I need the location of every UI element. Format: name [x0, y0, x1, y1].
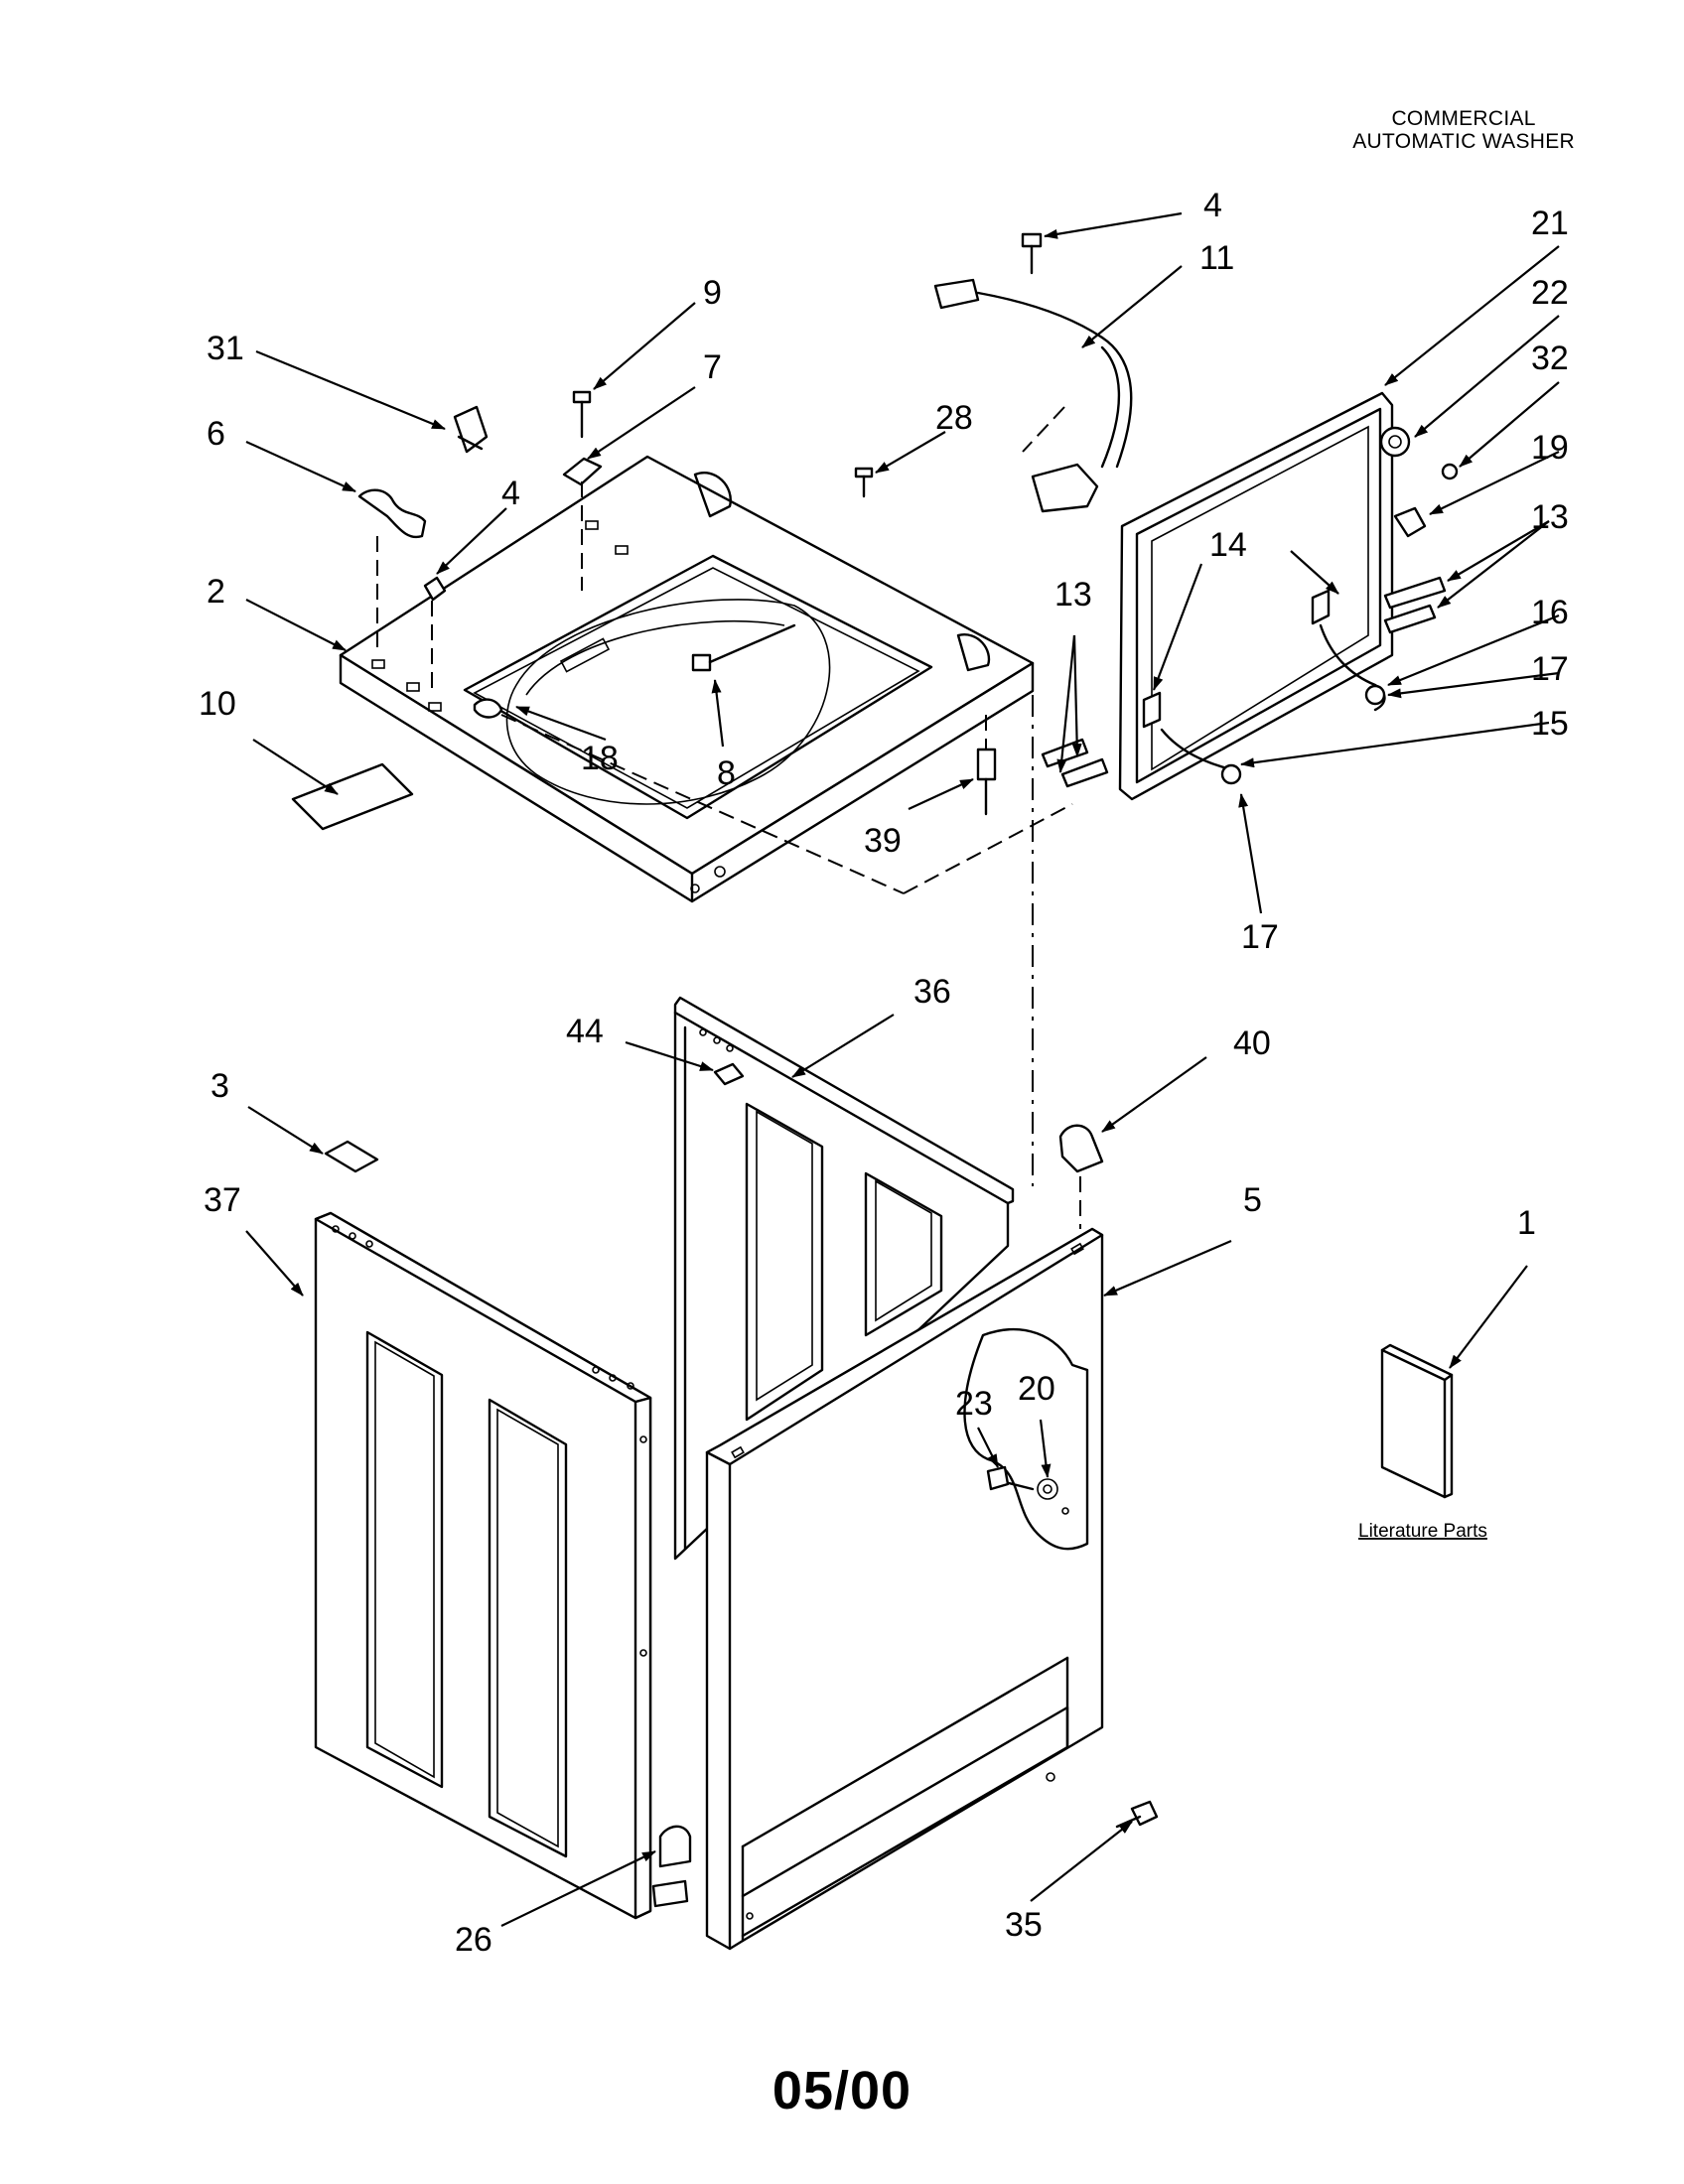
callout-32: 32 — [1531, 340, 1569, 377]
callout-39: 39 — [864, 822, 902, 860]
callout-7: 7 — [703, 348, 722, 386]
callout-18: 18 — [581, 740, 619, 777]
callout-9: 9 — [703, 274, 722, 312]
callout-8: 8 — [717, 754, 736, 792]
cabinet-right-panel — [705, 1227, 1104, 1951]
callout-21: 20 — [1018, 1370, 1055, 1408]
callout-15: 15 — [1531, 705, 1569, 743]
header-line-2: AUTOMATIC WASHER — [1352, 130, 1575, 153]
callout-17-right: 17 — [1531, 650, 1569, 688]
callout-6: 6 — [207, 415, 225, 453]
callout-26: 26 — [455, 1921, 492, 1959]
callout-19: 21 — [1531, 205, 1569, 242]
callout-14-right: 14 — [1209, 526, 1247, 564]
date-code: 05/00 — [772, 2061, 912, 2120]
callout-40: 40 — [1233, 1024, 1271, 1062]
console-frame — [1118, 391, 1394, 801]
callout-35: 35 — [1005, 1906, 1043, 1944]
callout-5: 5 — [1243, 1181, 1262, 1219]
callout-11: 11 — [1199, 239, 1234, 277]
callout-20: 19 — [1531, 429, 1569, 467]
callout-1: 1 — [1517, 1204, 1536, 1242]
callout-31: 31 — [207, 330, 244, 367]
callout-10: 10 — [199, 685, 236, 723]
callout-3: 3 — [210, 1067, 229, 1105]
callout-4-left: 4 — [501, 475, 520, 512]
callout-23: 23 — [955, 1385, 993, 1423]
callout-4-top: 4 — [1203, 187, 1222, 224]
diagram-header: COMMERCIAL AUTOMATIC WASHER — [1352, 107, 1575, 153]
callout-17-bottom: 17 — [1241, 918, 1279, 956]
callout-22: 22 — [1531, 274, 1569, 312]
callout-labels: 31 6 2 4 9 7 28 4 11 21 22 32 19 13 14 1… — [199, 187, 1569, 1959]
callout-2: 2 — [207, 573, 225, 611]
callout-37: 37 — [204, 1181, 241, 1219]
cabinet-left-panel — [314, 1211, 652, 1920]
header-line-1: COMMERCIAL — [1391, 107, 1536, 130]
callout-36: 36 — [913, 973, 951, 1011]
callout-44: 44 — [566, 1013, 604, 1050]
literature-parts-label: Literature Parts — [1358, 1521, 1487, 1542]
assembly-leaders — [376, 406, 1081, 1229]
small-parts — [291, 232, 1459, 1908]
top-panel — [339, 455, 1035, 903]
callout-arrows — [245, 211, 1560, 1927]
callout-13-right: 13 — [1531, 498, 1569, 536]
callout-16: 16 — [1531, 594, 1569, 631]
callout-28: 28 — [935, 399, 973, 437]
callout-13-left: 13 — [1054, 576, 1092, 614]
